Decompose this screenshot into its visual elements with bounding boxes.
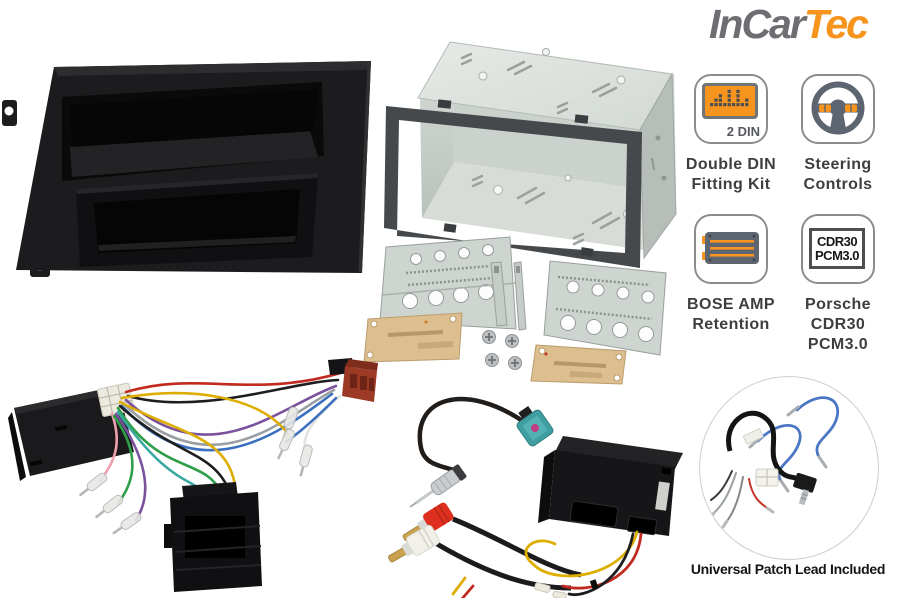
double-din-icon: 2 DIN bbox=[694, 74, 768, 144]
antenna-and-interface-photo bbox=[388, 396, 683, 598]
din-badge: 2 DIN bbox=[726, 124, 760, 139]
wiring-harness-photo bbox=[8, 358, 378, 592]
din-cage-photo bbox=[384, 41, 677, 268]
patch-lead-caption: Universal Patch Lead Included bbox=[690, 561, 886, 577]
feature-label-bose-amp: BOSE AMP Retention bbox=[687, 296, 775, 333]
feature-steering-controls: Steering Controls bbox=[782, 74, 894, 195]
feature-label-double-din: Double DIN Fitting Kit bbox=[685, 156, 777, 193]
feature-bose-amp: BOSE AMP Retention bbox=[675, 214, 787, 335]
feature-porsche-cdr30: CDR30 PCM3.0 Porsche CDR30 PCM3.0 bbox=[782, 214, 894, 355]
feature-label-steering: Steering Controls bbox=[803, 156, 873, 193]
cdr30-display: CDR30 PCM3.0 bbox=[809, 228, 865, 269]
steering-wheel-icon bbox=[801, 74, 875, 144]
logo-text-tec: Tec bbox=[803, 1, 869, 47]
din-display-graphic bbox=[702, 83, 758, 119]
cdr30-pcm30-icon: CDR30 PCM3.0 bbox=[801, 214, 875, 284]
incartec-logo: InCarTec bbox=[683, 2, 893, 46]
feature-double-din: 2 DIN Double DIN Fitting Kit bbox=[675, 74, 787, 195]
patch-lead-circle bbox=[699, 376, 879, 560]
fascia-panel-photo bbox=[2, 61, 371, 277]
logo-text-incar: InCar bbox=[709, 1, 806, 47]
bose-amp-icon bbox=[694, 214, 768, 284]
patch-lead-photo bbox=[707, 396, 840, 529]
feature-label-porsche: Porsche CDR30 PCM3.0 bbox=[805, 296, 871, 353]
fitting-hardware-photo bbox=[363, 236, 667, 385]
